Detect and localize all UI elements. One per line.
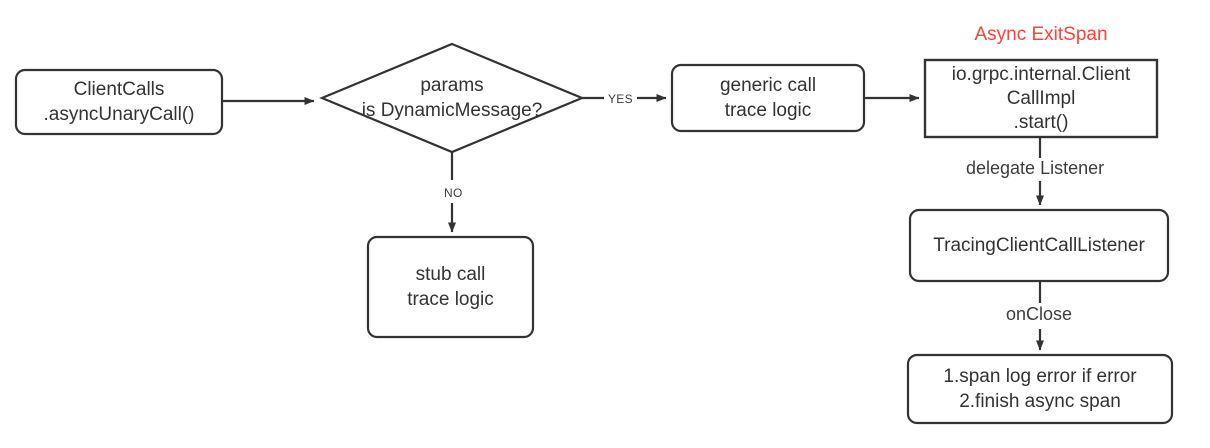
node-on-close-actions[interactable] [908,355,1172,423]
node-stub-call[interactable] [368,237,533,337]
node-on-close-actions-shape[interactable] [906,353,1174,425]
node-tracing-client-call-listener[interactable] [910,210,1168,281]
node-client-call-impl[interactable] [925,60,1157,137]
edge-label-yes: YES [604,89,637,109]
edge-label-delegate-listener: delegate Listener [962,158,1109,178]
node-client-call-impl-shape[interactable] [923,58,1159,139]
node-generic-call[interactable] [672,65,864,131]
edge-label-no: NO [440,183,467,203]
node-client-calls[interactable] [16,70,222,134]
edge-label-on-close: onClose [1002,304,1077,324]
annotation-async-exit-span: Async ExitSpan [974,24,1108,45]
node-decision-params-is-dynamicmessage[interactable] [322,44,582,152]
node-stub-call-shape[interactable] [366,235,535,339]
